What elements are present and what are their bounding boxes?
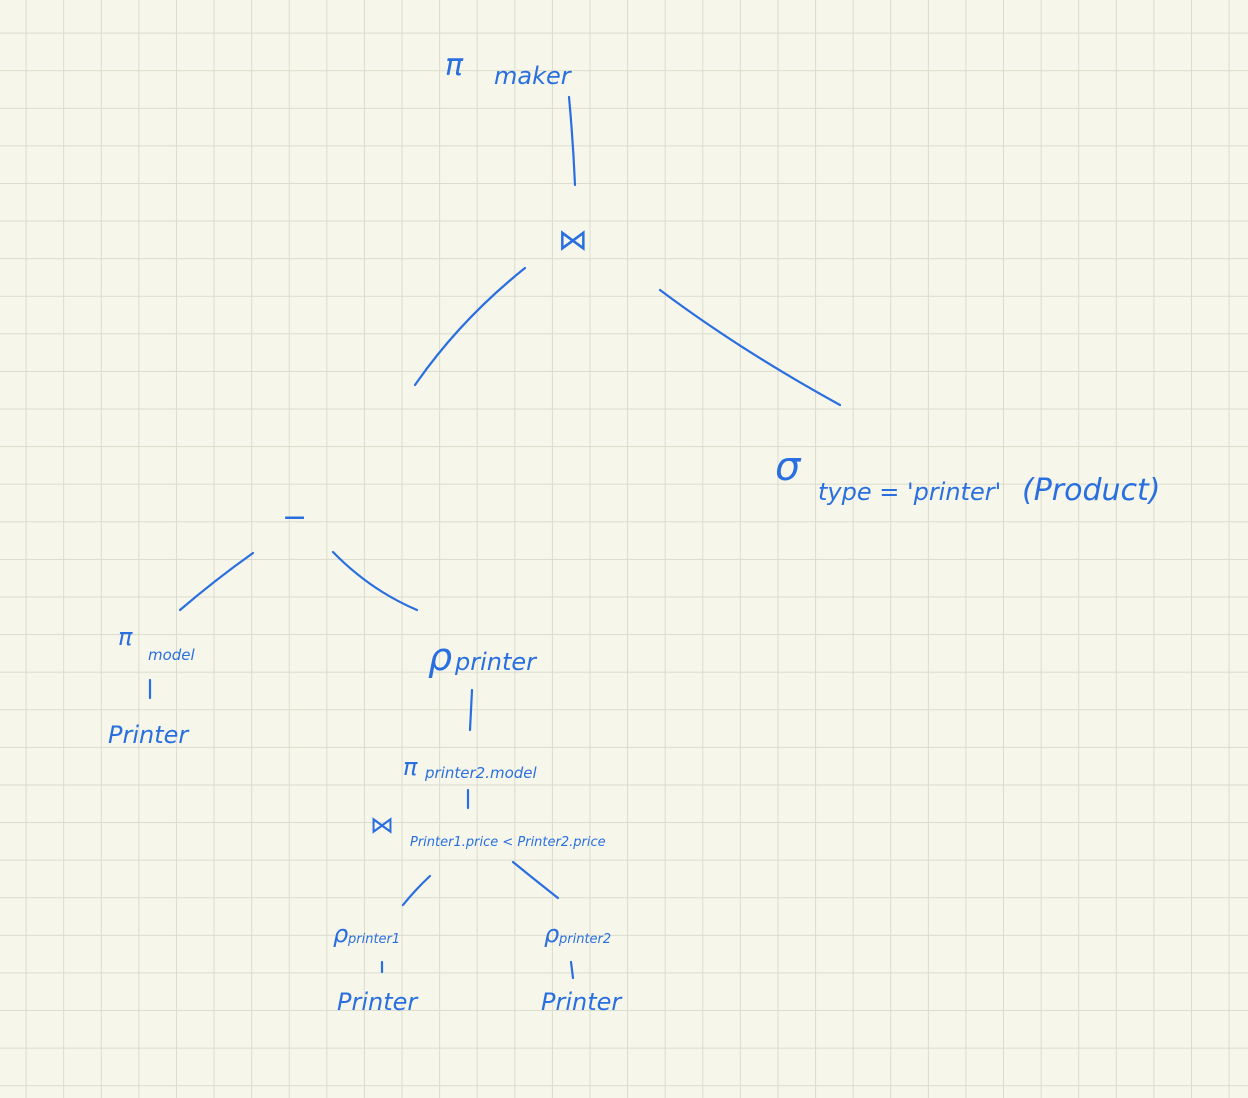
relation-printer1: Printer: [337, 988, 419, 1016]
relation-printer2: Printer: [541, 988, 623, 1016]
theta-join-condition: Printer1.price < Printer2.price: [410, 835, 606, 850]
selection-symbol: σ: [775, 444, 802, 490]
left-projection-subscript: model: [148, 646, 196, 664]
edge-rename2-to-relation: [569, 960, 575, 980]
rename-printer-symbol: ρ: [428, 635, 452, 679]
edge-difference-to-left-projection: [178, 551, 255, 612]
top-join-symbol: ⋈: [558, 223, 588, 258]
edge-theta-join-to-rename2: [511, 860, 560, 900]
edge-root-to-join: [567, 95, 577, 187]
rename-printer2-symbol: ρ: [544, 920, 559, 948]
root-projection-symbol: π: [445, 48, 464, 83]
edge-theta-join-to-rename1: [401, 874, 432, 907]
edge-rename-to-inner-projection: [468, 688, 474, 732]
difference-symbol: −: [282, 500, 307, 535]
theta-join-symbol: ⋈: [370, 811, 394, 839]
edge-join-to-difference: [413, 266, 527, 387]
inner-projection-subscript: printer2.model: [424, 764, 537, 782]
selection-relation: (Product): [1022, 473, 1161, 508]
left-relation-printer: Printer: [108, 721, 190, 749]
edge-join-to-selection: [658, 288, 842, 407]
left-projection-symbol: π: [118, 623, 133, 651]
inner-projection-symbol: π: [403, 753, 418, 781]
rename-printer1-subscript: printer1: [347, 932, 400, 947]
rename-printer2-subscript: printer2: [558, 932, 611, 947]
rename-printer-subscript: printer: [454, 648, 538, 676]
root-projection-subscript: maker: [494, 62, 573, 90]
selection-condition: type = 'printer': [818, 478, 1001, 506]
edge-difference-to-rename: [331, 550, 419, 612]
rename-printer1-symbol: ρ: [333, 920, 348, 948]
